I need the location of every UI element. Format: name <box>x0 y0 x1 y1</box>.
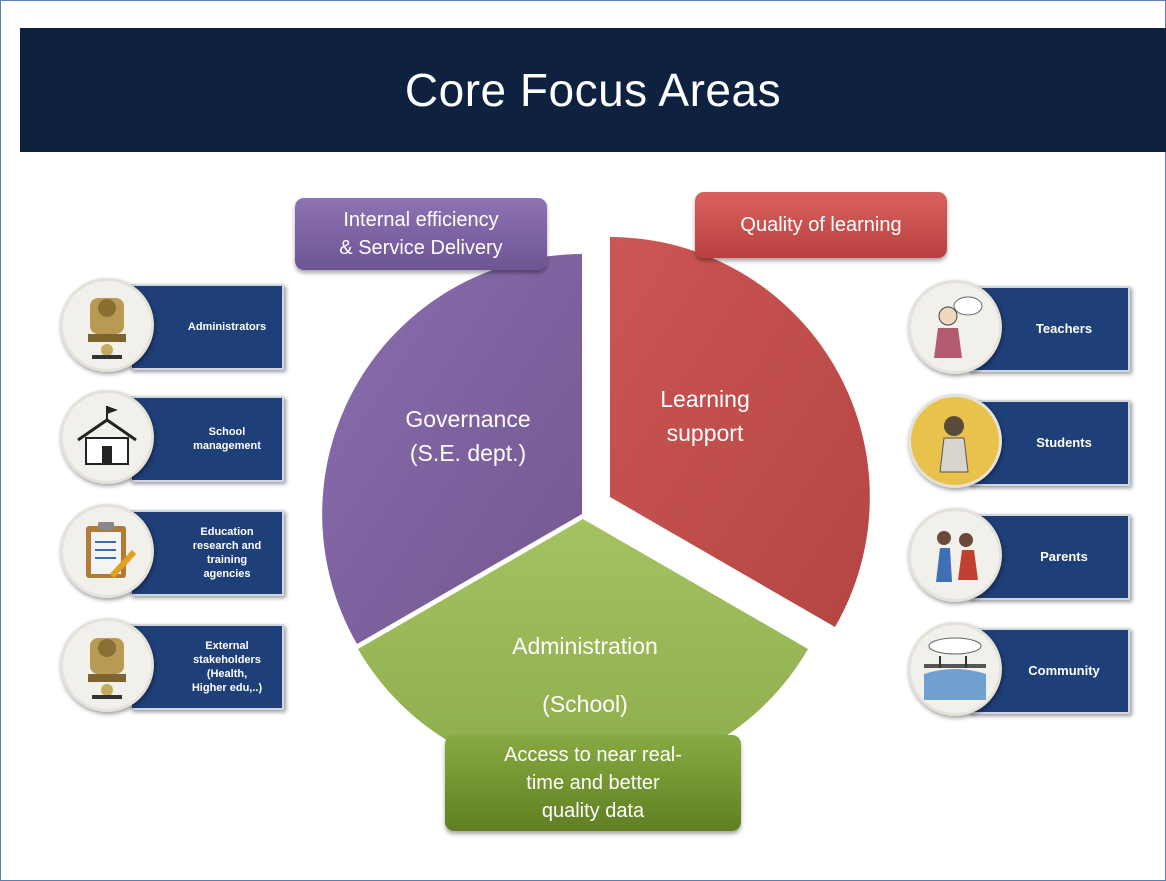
learning-line2: support <box>666 420 744 446</box>
stakeholder-parents: Parents <box>908 508 1138 602</box>
administration-segment <box>358 519 808 779</box>
parents-icon <box>908 508 1002 602</box>
emblem-icon <box>60 618 154 712</box>
access-data-tag: Access to near real- time and better qua… <box>445 735 741 831</box>
stakeholder-label: Students <box>1036 435 1092 450</box>
stakeholder-community: Community <box>908 622 1138 716</box>
quality-line1: Quality of learning <box>740 214 902 236</box>
teacher-icon <box>908 280 1002 374</box>
clipboard-icon <box>60 504 154 598</box>
stakeholder-school-management: School management <box>60 390 290 484</box>
governance-label: Governance (S.E. dept.) <box>368 402 568 470</box>
stakeholder-label: School management <box>193 426 261 452</box>
quality-learning-tag: Quality of learning <box>695 192 947 258</box>
governance-line2: (S.E. dept.) <box>409 440 527 466</box>
stakeholder-box: Administrators <box>130 284 284 370</box>
title-bar: Core Focus Areas <box>20 28 1166 152</box>
stakeholder-label: Education research and training agencies <box>192 526 262 580</box>
stakeholder-label: Community <box>1028 663 1100 678</box>
emblem-icon <box>60 278 154 372</box>
access-line2: time and better <box>526 772 660 794</box>
learning-segment <box>610 237 870 627</box>
stakeholder-external: External stakeholders (Health, Higher ed… <box>60 618 290 712</box>
stakeholder-teachers: Teachers <box>908 280 1138 374</box>
stakeholder-education-research: Education research and training agencies <box>60 504 290 598</box>
community-icon <box>908 622 1002 716</box>
stakeholder-box: Education research and training agencies <box>130 510 284 596</box>
school-icon <box>60 390 154 484</box>
slide-title: Core Focus Areas <box>404 64 782 116</box>
internal-line1: Internal efficiency <box>343 209 499 231</box>
administration-line1: Administration <box>512 633 658 659</box>
internal-efficiency-tag: Internal efficiency & Service Delivery <box>295 198 547 270</box>
access-line1: Access to near real- <box>504 744 682 766</box>
governance-segment <box>322 254 582 644</box>
internal-line2: & Service Delivery <box>339 237 503 259</box>
learning-line1: Learning <box>660 386 750 412</box>
stakeholder-box: School management <box>130 396 284 482</box>
stakeholder-students: Students <box>908 394 1138 488</box>
access-line3: quality data <box>541 800 645 822</box>
administration-line2: (School) <box>542 691 628 717</box>
stakeholder-label: Parents <box>1040 549 1088 564</box>
stakeholder-label: Teachers <box>1035 321 1093 336</box>
student-icon <box>908 394 1002 488</box>
stakeholder-label: External stakeholders (Health, Higher ed… <box>191 640 263 694</box>
stakeholder-label: Administrators <box>187 321 267 333</box>
governance-line1: Governance <box>405 406 531 432</box>
stakeholder-administrators: Administrators <box>60 278 290 372</box>
learning-label: Learning support <box>630 382 780 450</box>
administration-label: Administration (School) <box>460 617 710 733</box>
